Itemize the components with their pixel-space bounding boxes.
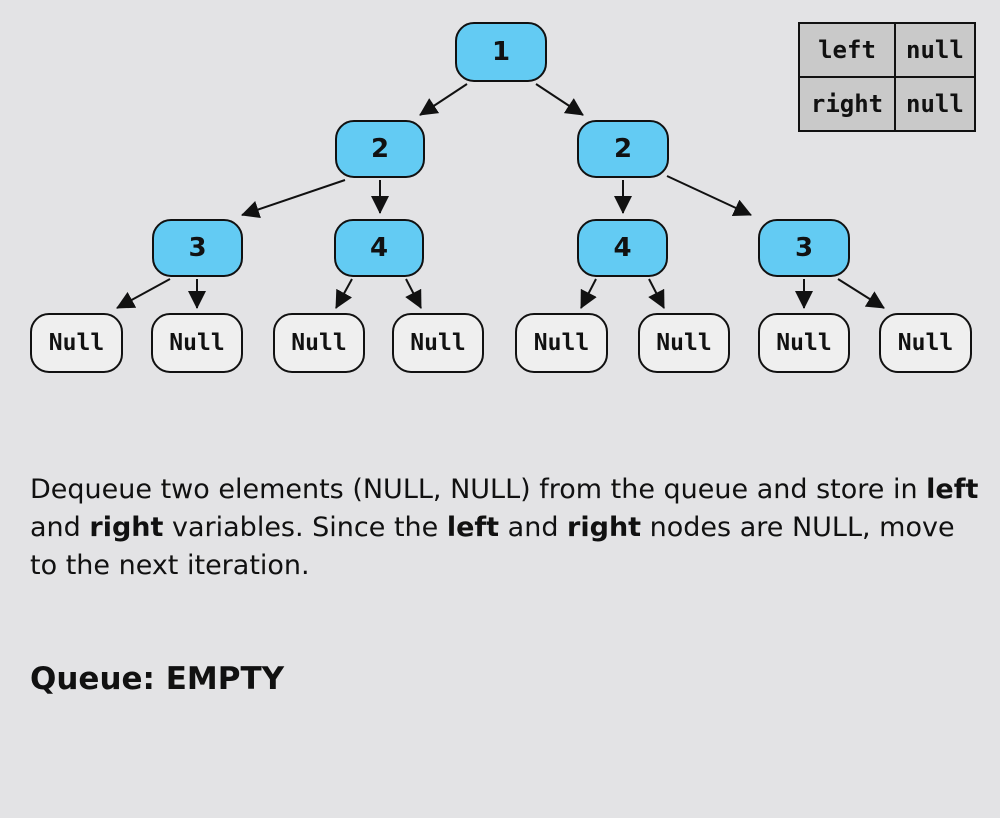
tree-edge [580, 278, 597, 309]
tree-node-4: 4 [334, 219, 424, 277]
tree-node-3: 3 [152, 219, 243, 277]
pointer-key-right: right [798, 76, 896, 132]
queue-status: Queue: EMPTY [30, 661, 285, 697]
description-segment: and [30, 512, 90, 543]
description-line: and right variables. Since the left and … [30, 509, 978, 547]
pointer-key-left: left [798, 22, 896, 78]
tree-edge [666, 175, 752, 217]
tree-node-null: Null [392, 313, 484, 373]
tree-node-null: Null [30, 313, 123, 373]
description-segment: to the next iteration. [30, 550, 310, 581]
description-bold-term: right [89, 512, 164, 543]
description-segment: nodes are NULL, move [641, 512, 955, 543]
description-line: Dequeue two elements (NULL, NULL) from t… [30, 471, 978, 509]
tree-edge [419, 83, 468, 116]
tree-edge [405, 278, 422, 309]
description-segment: Dequeue two elements (NULL, NULL) from t… [30, 474, 927, 505]
pointer-table-row-right: right null [798, 76, 976, 132]
tree-edge [837, 278, 885, 309]
tree-edge [241, 179, 346, 219]
description-bold-term: right [567, 512, 642, 543]
pointer-value-right: null [894, 76, 976, 132]
tree-node-null: Null [879, 313, 972, 373]
pointer-value-left: null [894, 22, 976, 78]
description-text: Dequeue two elements (NULL, NULL) from t… [30, 471, 978, 585]
tree-node-null: Null [515, 313, 608, 373]
tree-node-1: 1 [455, 22, 547, 82]
description-segment: variables. Since the [163, 512, 447, 543]
tree-edge [648, 278, 665, 309]
pointer-table-row-left: left null [798, 22, 976, 78]
description-bold-term: left [446, 512, 500, 543]
tree-node-2: 2 [577, 120, 669, 178]
tree-edge [335, 278, 353, 309]
tree-node-null: Null [273, 313, 365, 373]
tree-node-null: Null [758, 313, 850, 373]
tree-edge [535, 83, 584, 116]
description-line: to the next iteration. [30, 547, 978, 585]
tree-node-3: 3 [758, 219, 850, 277]
tree-node-null: Null [151, 313, 243, 373]
pointer-table: left null right null [798, 22, 976, 132]
description-segment: and [499, 512, 568, 543]
tree-node-4: 4 [577, 219, 668, 277]
tree-edge [116, 278, 171, 309]
description-bold-term: left [926, 474, 979, 505]
tree-node-null: Null [638, 313, 730, 373]
tree-node-2: 2 [335, 120, 425, 178]
